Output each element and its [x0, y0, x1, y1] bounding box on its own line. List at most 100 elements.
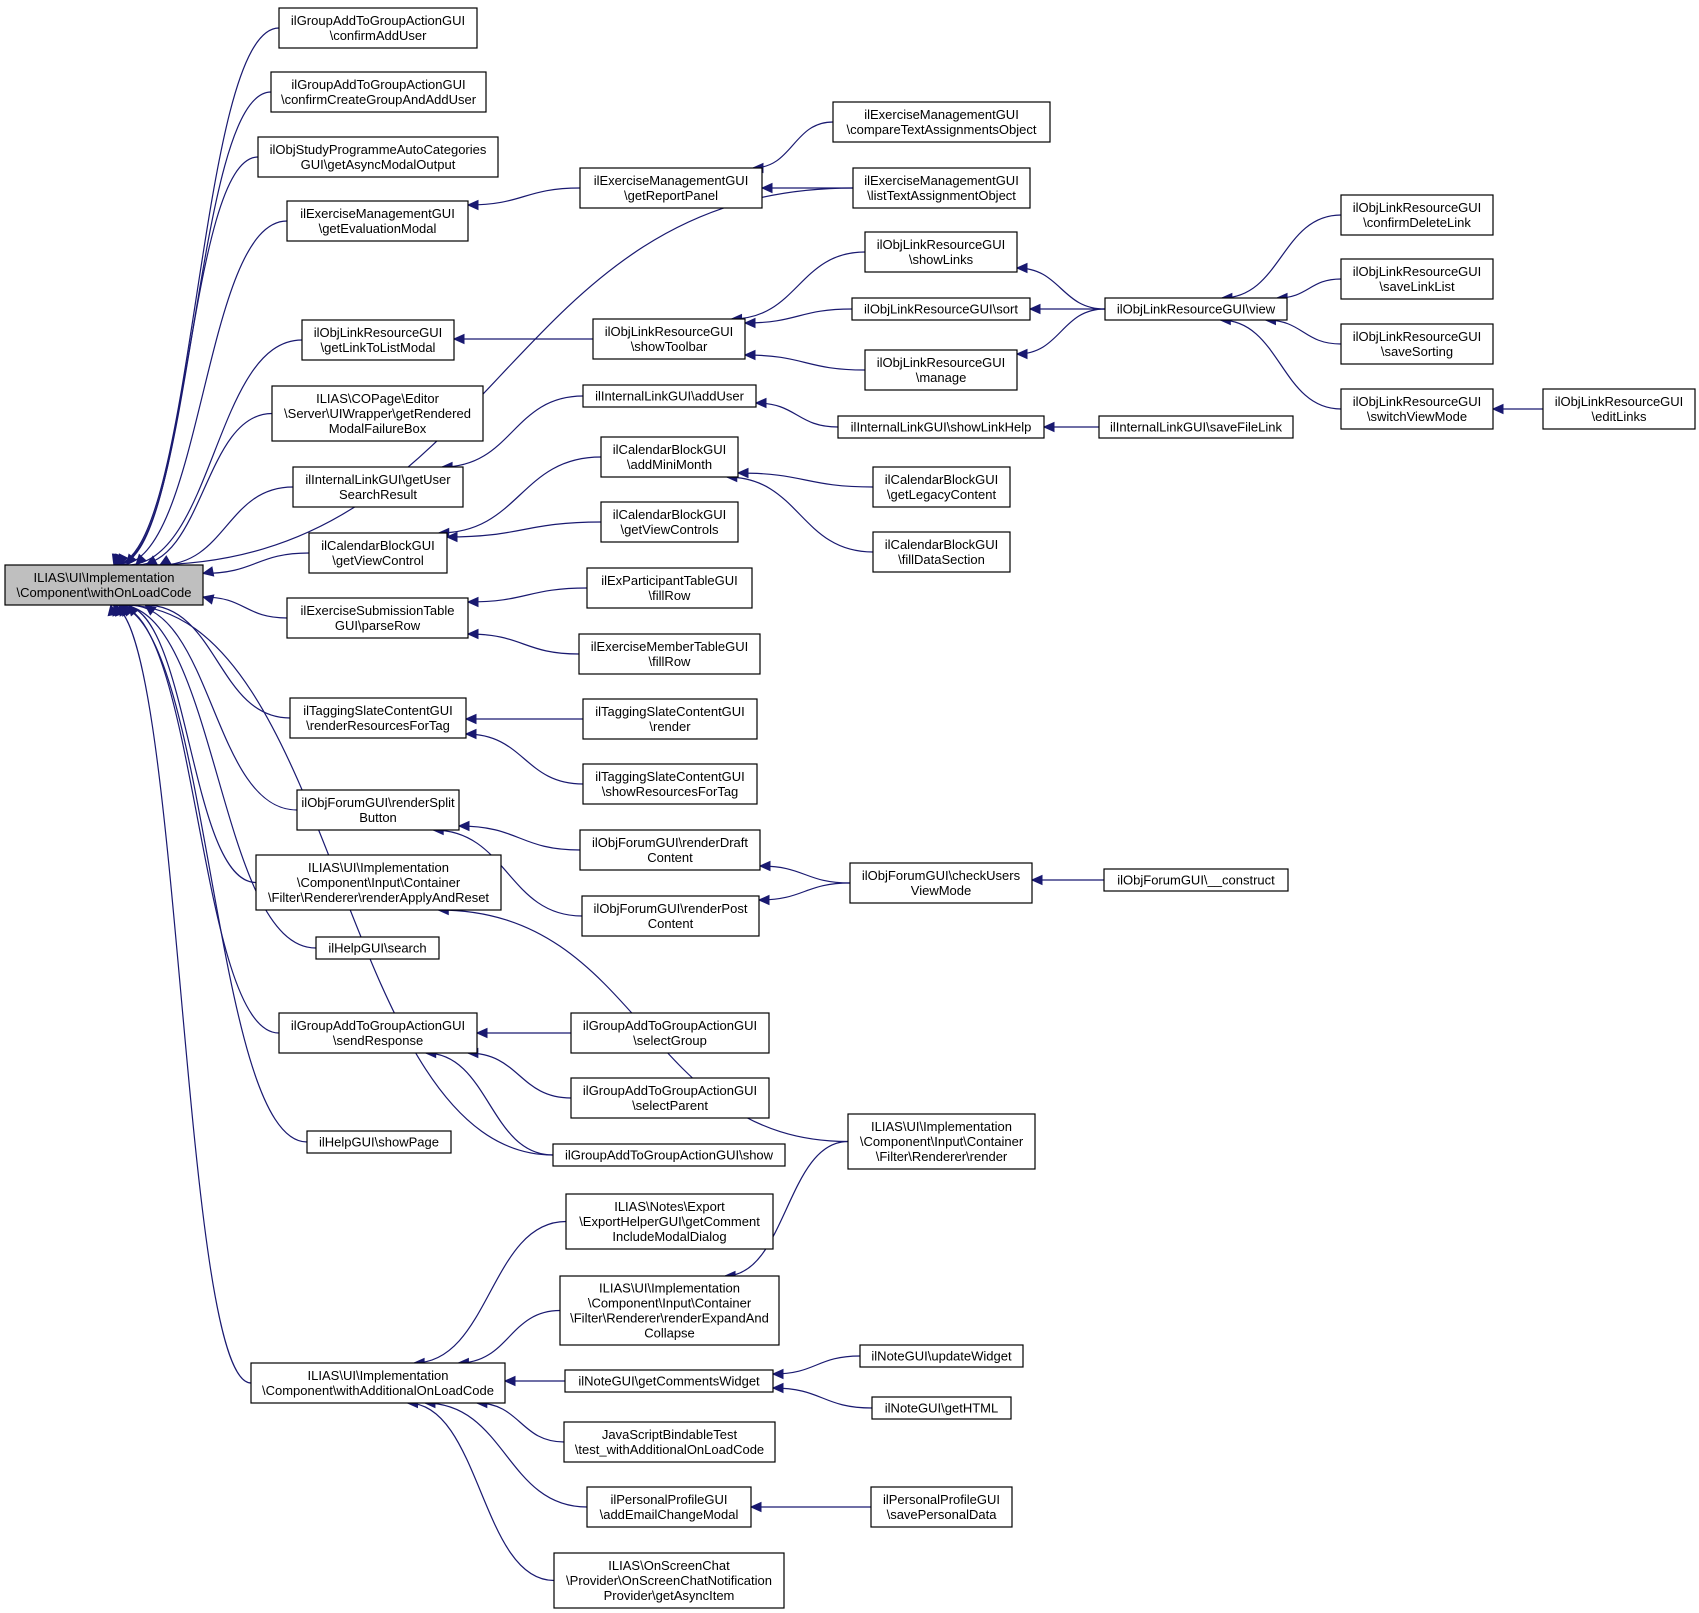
- node-box[interactable]: [872, 531, 1011, 573]
- node-box[interactable]: [600, 436, 739, 478]
- node-box[interactable]: [579, 167, 763, 209]
- node-m09[interactable]: ilTaggingSlateContentGUI\showResourcesFo…: [582, 763, 758, 805]
- node-box[interactable]: [257, 136, 499, 178]
- node-box[interactable]: [579, 829, 761, 871]
- node-n13[interactable]: ilHelpGUI\search: [315, 936, 440, 960]
- node-m16[interactable]: ILIAS\UI\Implementation\Component\Input\…: [559, 1275, 780, 1346]
- node-box[interactable]: [296, 789, 460, 831]
- node-k01[interactable]: ilExerciseManagementGUI\compareTextAssig…: [832, 101, 1051, 143]
- node-k12[interactable]: ilNoteGUI\getHTML: [871, 1396, 1012, 1420]
- node-box[interactable]: [586, 567, 753, 609]
- node-k06[interactable]: ilInternalLinkGUI\showLinkHelp: [837, 415, 1045, 439]
- node-box[interactable]: [1340, 194, 1494, 236]
- node-box[interactable]: [564, 1369, 774, 1393]
- node-j02[interactable]: ilInternalLinkGUI\saveFileLink: [1098, 415, 1294, 439]
- node-k04[interactable]: ilObjLinkResourceGUI\sort: [851, 297, 1031, 321]
- node-n03[interactable]: ilObjStudyProgrammeAutoCategoriesGUI\get…: [257, 136, 499, 178]
- node-box[interactable]: [586, 1486, 752, 1528]
- node-box[interactable]: [278, 7, 478, 49]
- node-n01[interactable]: ilGroupAddToGroupActionGUI\confirmAddUse…: [278, 7, 478, 49]
- node-h04[interactable]: ilObjLinkResourceGUI\switchViewMode: [1340, 388, 1494, 430]
- node-n06[interactable]: ILIAS\COPage\Editor\Server\UIWrapper\get…: [271, 385, 484, 442]
- node-n08[interactable]: ilCalendarBlockGUI\getViewControl: [308, 532, 448, 574]
- node-m04[interactable]: ilCalendarBlockGUI\addMiniMonth: [600, 436, 739, 478]
- node-box[interactable]: [301, 319, 455, 361]
- node-box[interactable]: [578, 633, 761, 675]
- node-box[interactable]: [851, 297, 1031, 321]
- node-box[interactable]: [871, 1396, 1012, 1420]
- node-m06[interactable]: ilExParticipantTableGUI\fillRow: [586, 567, 753, 609]
- node-n04[interactable]: ilExerciseManagementGUI\getEvaluationMod…: [286, 200, 469, 242]
- node-m03[interactable]: ilInternalLinkGUI\addUser: [582, 384, 757, 408]
- node-box[interactable]: [563, 1421, 776, 1463]
- node-box[interactable]: [4, 564, 204, 606]
- node-root[interactable]: ILIAS\UI\Implementation\Component\withOn…: [4, 564, 204, 606]
- node-m19[interactable]: ilPersonalProfileGUI\addEmailChangeModal: [586, 1486, 752, 1528]
- node-k02[interactable]: ilExerciseManagementGUI\listTextAssignme…: [852, 167, 1031, 209]
- node-box[interactable]: [552, 1143, 786, 1167]
- node-box[interactable]: [1098, 415, 1294, 439]
- node-box[interactable]: [250, 1362, 506, 1404]
- node-j03[interactable]: ilObjForumGUI\__construct: [1103, 868, 1289, 892]
- node-h03[interactable]: ilObjLinkResourceGUI\saveSorting: [1340, 323, 1494, 365]
- node-box[interactable]: [1340, 388, 1494, 430]
- node-box[interactable]: [859, 1344, 1024, 1368]
- node-box[interactable]: [870, 1486, 1013, 1528]
- node-box[interactable]: [271, 385, 484, 442]
- node-box[interactable]: [289, 697, 467, 739]
- node-m02[interactable]: ilObjLinkResourceGUI\showToolbar: [592, 318, 746, 360]
- node-m07[interactable]: ilExerciseMemberTableGUI\fillRow: [578, 633, 761, 675]
- node-box[interactable]: [278, 1012, 478, 1054]
- node-box[interactable]: [864, 231, 1018, 273]
- node-box[interactable]: [847, 1113, 1036, 1170]
- node-n02[interactable]: ilGroupAddToGroupActionGUI\confirmCreate…: [270, 71, 487, 113]
- node-box[interactable]: [837, 415, 1045, 439]
- node-box[interactable]: [600, 501, 739, 543]
- node-box[interactable]: [255, 854, 502, 911]
- node-m12[interactable]: ilGroupAddToGroupActionGUI\selectGroup: [570, 1012, 770, 1054]
- node-box[interactable]: [570, 1012, 770, 1054]
- node-j01[interactable]: ilObjLinkResourceGUI\view: [1104, 297, 1288, 321]
- node-m20[interactable]: ILIAS\OnScreenChat\Provider\OnScreenChat…: [553, 1552, 785, 1609]
- node-h02[interactable]: ilObjLinkResourceGUI\saveLinkList: [1340, 258, 1494, 300]
- node-m13[interactable]: ilGroupAddToGroupActionGUI\selectParent: [570, 1077, 770, 1119]
- node-k13[interactable]: ilPersonalProfileGUI\savePersonalData: [870, 1486, 1013, 1528]
- node-n14[interactable]: ilGroupAddToGroupActionGUI\sendResponse: [278, 1012, 478, 1054]
- node-n15[interactable]: ilHelpGUI\showPage: [306, 1130, 452, 1154]
- node-box[interactable]: [1104, 297, 1288, 321]
- node-m17[interactable]: ilNoteGUI\getCommentsWidget: [564, 1369, 774, 1393]
- node-box[interactable]: [1340, 323, 1494, 365]
- node-m18[interactable]: JavaScriptBindableTest\test_withAddition…: [563, 1421, 776, 1463]
- node-box[interactable]: [308, 532, 448, 574]
- node-n12[interactable]: ILIAS\UI\Implementation\Component\Input\…: [255, 854, 502, 911]
- node-g01[interactable]: ilObjLinkResourceGUI\editLinks: [1542, 388, 1696, 430]
- node-k03[interactable]: ilObjLinkResourceGUI\showLinks: [864, 231, 1018, 273]
- node-k08[interactable]: ilCalendarBlockGUI\fillDataSection: [872, 531, 1011, 573]
- node-k05[interactable]: ilObjLinkResourceGUI\manage: [864, 349, 1018, 391]
- node-box[interactable]: [286, 200, 469, 242]
- node-box[interactable]: [553, 1552, 785, 1609]
- node-box[interactable]: [581, 895, 760, 937]
- node-box[interactable]: [592, 318, 746, 360]
- node-n10[interactable]: ilTaggingSlateContentGUI\renderResources…: [289, 697, 467, 739]
- node-box[interactable]: [582, 698, 758, 740]
- node-box[interactable]: [864, 349, 1018, 391]
- node-n16[interactable]: ILIAS\UI\Implementation\Component\withAd…: [250, 1362, 506, 1404]
- node-n05[interactable]: ilObjLinkResourceGUI\getLinkToListModal: [301, 319, 455, 361]
- node-k07[interactable]: ilCalendarBlockGUI\getLegacyContent: [872, 466, 1011, 508]
- node-m15[interactable]: ILIAS\Notes\Export\ExportHelperGUI\getCo…: [565, 1193, 774, 1250]
- node-box[interactable]: [306, 1130, 452, 1154]
- node-box[interactable]: [1103, 868, 1289, 892]
- node-m05[interactable]: ilCalendarBlockGUI\getViewControls: [600, 501, 739, 543]
- node-k11[interactable]: ilNoteGUI\updateWidget: [859, 1344, 1024, 1368]
- node-box[interactable]: [852, 167, 1031, 209]
- node-box[interactable]: [582, 763, 758, 805]
- node-k10[interactable]: ILIAS\UI\Implementation\Component\Input\…: [847, 1113, 1036, 1170]
- node-box[interactable]: [286, 597, 469, 639]
